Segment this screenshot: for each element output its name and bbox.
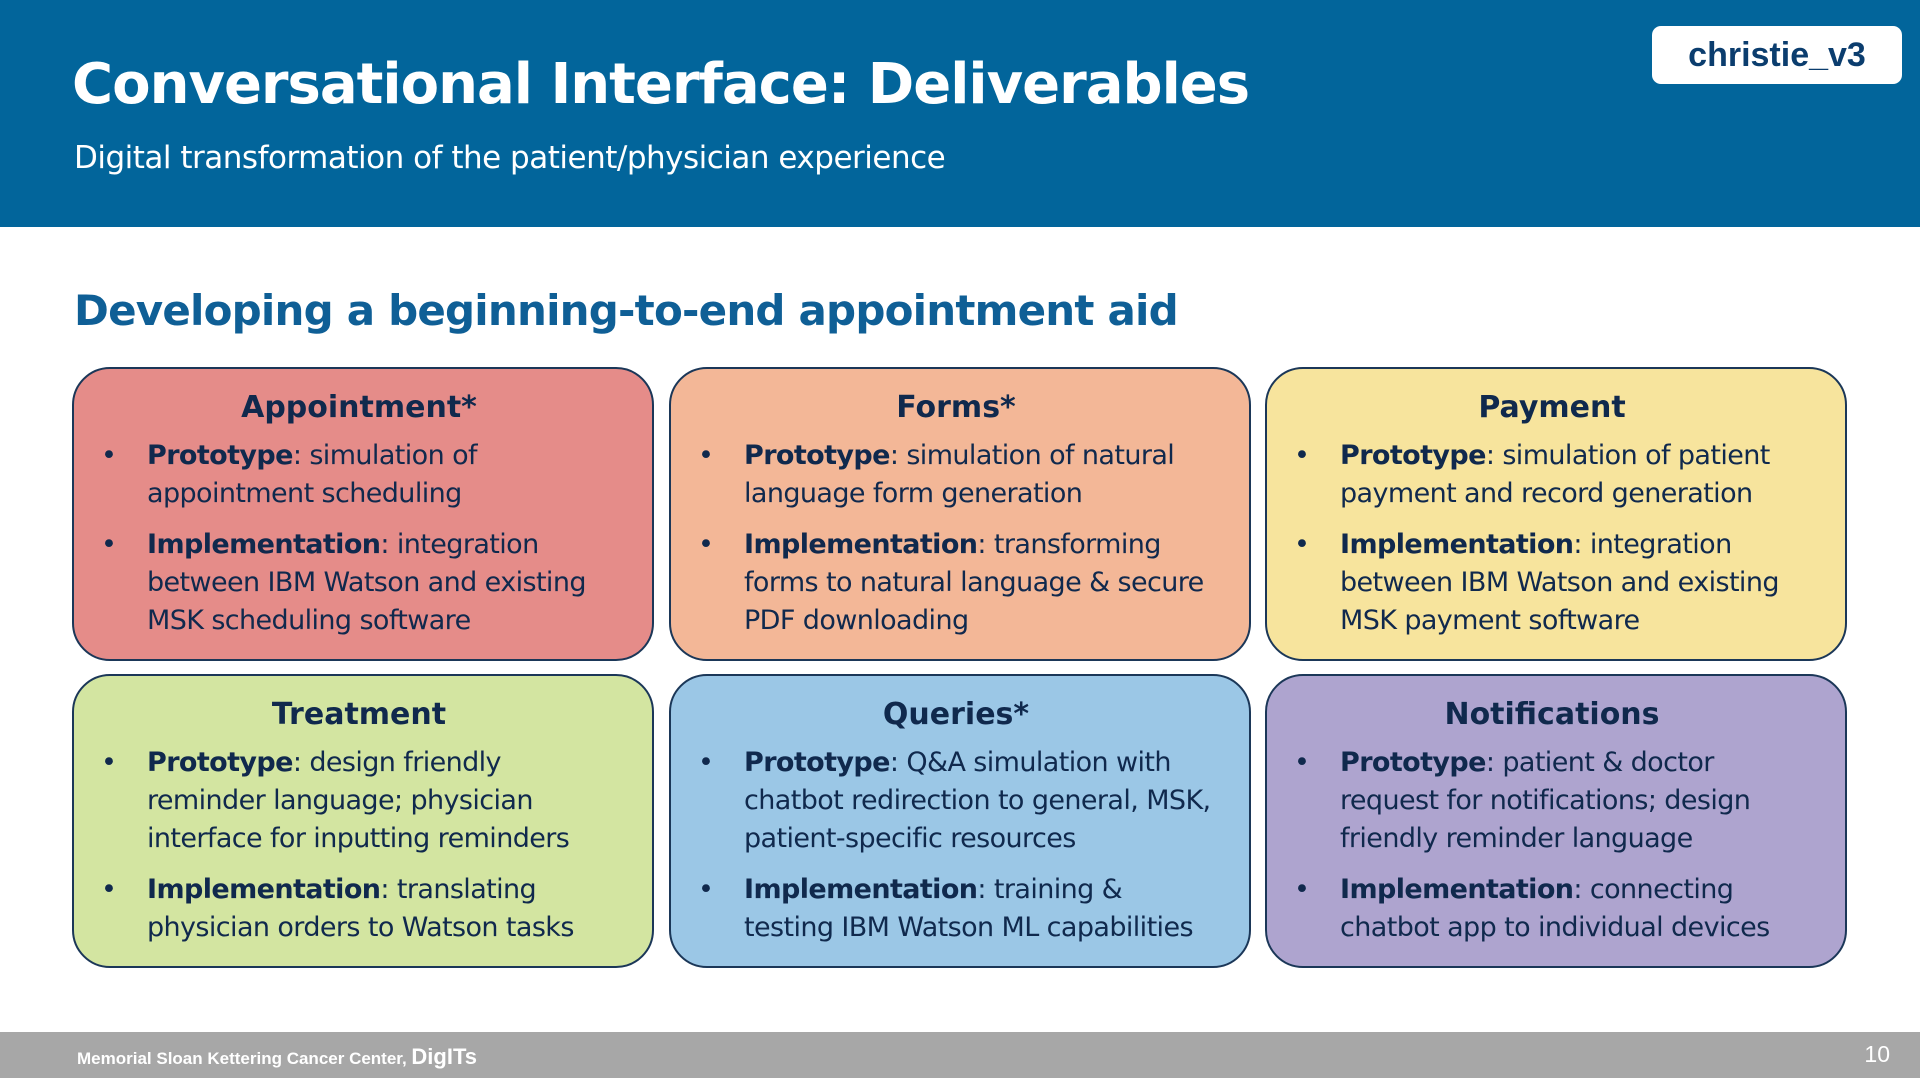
- bullet-item: • Prototype: Q&A simulation with chatbot …: [697, 744, 1215, 858]
- deliverable-card-queries: Queries* • Prototype: Q&A simulation with …: [669, 674, 1251, 968]
- bullet-item: • Implementation: integration between IBM…: [1293, 526, 1811, 640]
- deliverable-card-treatment: Treatment • Prototype: design friendly rem…: [72, 674, 654, 968]
- bullet-item: • Implementation: translating physician o…: [100, 871, 618, 947]
- card-title: Notifications: [1444, 697, 1660, 732]
- bullet-item: • Prototype: simulation of patient paymen…: [1293, 437, 1811, 513]
- card-title: Queries*: [882, 697, 1030, 732]
- bullet-item: • Implementation: transforming forms to n…: [697, 526, 1215, 640]
- card-title: Appointment*: [241, 390, 477, 425]
- slide-title: Conversational Interface: Deliverables: [72, 52, 1250, 117]
- slide-header: Conversational Interface: Deliverables D…: [0, 0, 1920, 227]
- bullet-dot-icon: •: [1294, 529, 1310, 560]
- card-title: Forms*: [896, 390, 1016, 425]
- page-number: 10: [1864, 1041, 1890, 1067]
- bullet-text: : simulation of appointment scheduling: [147, 440, 478, 509]
- bullet-label: Implementation: [147, 874, 381, 905]
- slide-subtitle: Digital transformation of the patient/ph…: [74, 140, 946, 176]
- bullet-label: Implementation: [744, 529, 978, 560]
- bullet-label: Implementation: [147, 529, 381, 560]
- bullet-text: : Q&A simulation with chatbot redirectio…: [744, 747, 1211, 854]
- bullet-text: : simulation of natural language form ge…: [744, 440, 1175, 509]
- section-heading: Developing a beginning-to-end appointmen…: [74, 286, 1179, 335]
- version-tag: christie_v3: [1652, 26, 1902, 84]
- bullet-label: Prototype: [1340, 440, 1486, 471]
- card-title: Treatment: [271, 697, 447, 732]
- bullet-item: • Prototype: design friendly reminder lan…: [100, 744, 618, 858]
- bullet-item: • Prototype: patient & doctor request for…: [1293, 744, 1811, 858]
- footer-brand: DigITs: [411, 1044, 478, 1069]
- bullet-label: Prototype: [147, 440, 293, 471]
- bullet-label: Prototype: [147, 747, 293, 778]
- bullet-label: Prototype: [1340, 747, 1486, 778]
- bullet-list: • Prototype: Q&A simulation with chatbot …: [697, 744, 1215, 947]
- bullet-text: : patient & doctor request for notificat…: [1340, 747, 1751, 854]
- bullet-item: • Implementation: integration between IBM…: [100, 526, 618, 640]
- bullet-dot-icon: •: [698, 874, 714, 905]
- bullet-dot-icon: •: [698, 529, 714, 560]
- bullet-dot-icon: •: [101, 747, 117, 778]
- bullet-dot-icon: •: [698, 747, 714, 778]
- bullet-text: : integration between IBM Watson and exi…: [1340, 529, 1779, 636]
- bullet-dot-icon: •: [1294, 874, 1310, 905]
- bullet-list: • Prototype: simulation of appointment sc…: [100, 437, 618, 640]
- footer-organization: Memorial Sloan Kettering Cancer Center, …: [77, 1044, 477, 1070]
- deliverable-card-forms: Forms* • Prototype: simulation of natural …: [669, 367, 1251, 661]
- bullet-label: Prototype: [744, 440, 890, 471]
- bullet-text: : transforming forms to natural language…: [744, 529, 1204, 636]
- bullet-label: Prototype: [744, 747, 890, 778]
- bullet-item: • Prototype: simulation of natural langua…: [697, 437, 1215, 513]
- bullet-dot-icon: •: [101, 440, 117, 471]
- bullet-list: • Prototype: simulation of patient paymen…: [1293, 437, 1811, 640]
- deliverable-card-appointment: Appointment* • Prototype: simulation of ap…: [72, 367, 654, 661]
- bullet-dot-icon: •: [101, 529, 117, 560]
- footer-organization-name: Memorial Sloan Kettering Cancer Center,: [77, 1049, 412, 1068]
- bullet-label: Implementation: [744, 874, 978, 905]
- bullet-list: • Prototype: design friendly reminder lan…: [100, 744, 618, 947]
- deliverable-card-notifications: Notifications • Prototype: patient & docto…: [1265, 674, 1847, 968]
- bullet-text: : connecting chatbot app to individual d…: [1340, 874, 1770, 943]
- bullet-text: : simulation of patient payment and reco…: [1340, 440, 1770, 509]
- bullet-list: • Prototype: simulation of natural langua…: [697, 437, 1215, 640]
- bullet-item: • Implementation: training & testing IBM …: [697, 871, 1215, 947]
- bullet-dot-icon: •: [1294, 747, 1310, 778]
- bullet-text: : translating physician orders to Watson…: [147, 874, 574, 943]
- deliverable-card-payment: Payment • Prototype: simulation of patient…: [1265, 367, 1847, 661]
- bullet-dot-icon: •: [101, 874, 117, 905]
- slide-footer: Memorial Sloan Kettering Cancer Center, …: [0, 1032, 1920, 1078]
- bullet-item: • Prototype: simulation of appointment sc…: [100, 437, 618, 513]
- bullet-text: : integration between IBM Watson and exi…: [147, 529, 586, 636]
- bullet-item: • Implementation: connecting chatbot app …: [1293, 871, 1811, 947]
- bullet-text: : design friendly reminder language; phy…: [147, 747, 570, 854]
- bullet-label: Implementation: [1340, 874, 1574, 905]
- bullet-list: • Prototype: patient & doctor request for…: [1293, 744, 1811, 947]
- bullet-dot-icon: •: [698, 440, 714, 471]
- bullet-dot-icon: •: [1294, 440, 1310, 471]
- bullet-text: : training & testing IBM Watson ML capab…: [744, 874, 1194, 943]
- card-title: Payment: [1478, 390, 1626, 425]
- bullet-label: Implementation: [1340, 529, 1574, 560]
